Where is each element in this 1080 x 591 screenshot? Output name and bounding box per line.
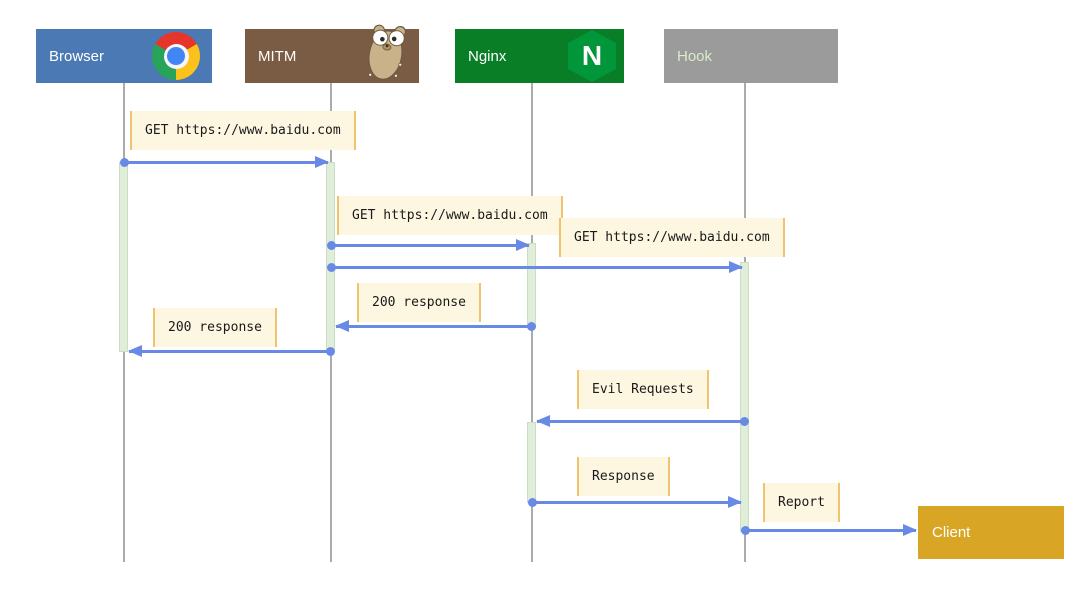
message-arrow-hook-to-client [741,524,917,536]
actor-hook-label: Hook [677,47,713,65]
activation-mitm [326,162,335,352]
activation-nginx-2 [527,422,536,503]
actor-client-label: Client [932,524,971,541]
arrow-head-icon [128,345,142,357]
message-arrow-hook-to-nginx [536,415,749,427]
message-arrow-nginx-to-mitm [335,320,536,332]
actor-hook: Hook [664,29,838,83]
chrome-icon [152,32,200,80]
message-arrow-mitm-to-nginx [327,239,530,251]
message-label-200-mitm-browser: 200 response [153,308,277,347]
arrow-head-icon [315,156,329,168]
actor-browser-label: Browser [49,47,105,65]
message-arrow-mitm-to-browser [128,345,335,357]
actor-nginx-label: Nginx [468,47,507,65]
actor-mitm-label: MITM [258,47,297,65]
message-label-get-mitm-hook: GET https://www.baidu.com [559,218,785,257]
message-label-get-browser-mitm: GET https://www.baidu.com [130,111,356,150]
message-label-evil-requests: Evil Requests [577,370,709,409]
message-label-report: Report [763,483,840,522]
nginx-icon: N [568,30,616,82]
arrow-origin-dot [527,322,536,331]
arrow-origin-dot [326,347,335,356]
actor-browser: Browser [36,29,212,83]
arrow-origin-dot [327,263,336,272]
arrow-head-icon [335,320,349,332]
arrow-origin-dot [741,526,750,535]
arrow-head-icon [903,524,917,536]
message-arrow-mitm-to-hook [327,261,743,273]
nginx-icon-letter: N [581,40,603,71]
arrow-head-icon [728,496,742,508]
activation-browser [119,162,128,352]
arrow-head-icon [536,415,550,427]
message-label-get-mitm-nginx: GET https://www.baidu.com [337,196,563,235]
actor-nginx: Nginx N [455,29,624,83]
message-label-response: Response [577,457,670,496]
arrow-origin-dot [740,417,749,426]
arrow-origin-dot [528,498,537,507]
actor-client: Client [918,506,1064,559]
message-label-200-nginx-mitm: 200 response [357,283,481,322]
actor-mitm: MITM [245,24,419,83]
activation-hook [740,262,749,532]
arrow-head-icon [729,261,743,273]
arrow-origin-dot [327,241,336,250]
message-arrow-browser-to-mitm [120,156,329,168]
arrow-origin-dot [120,158,129,167]
message-arrow-nginx-to-hook [528,496,742,508]
arrow-head-icon [516,239,530,251]
go-gopher-icon [368,24,406,80]
activation-nginx-1 [527,243,536,327]
